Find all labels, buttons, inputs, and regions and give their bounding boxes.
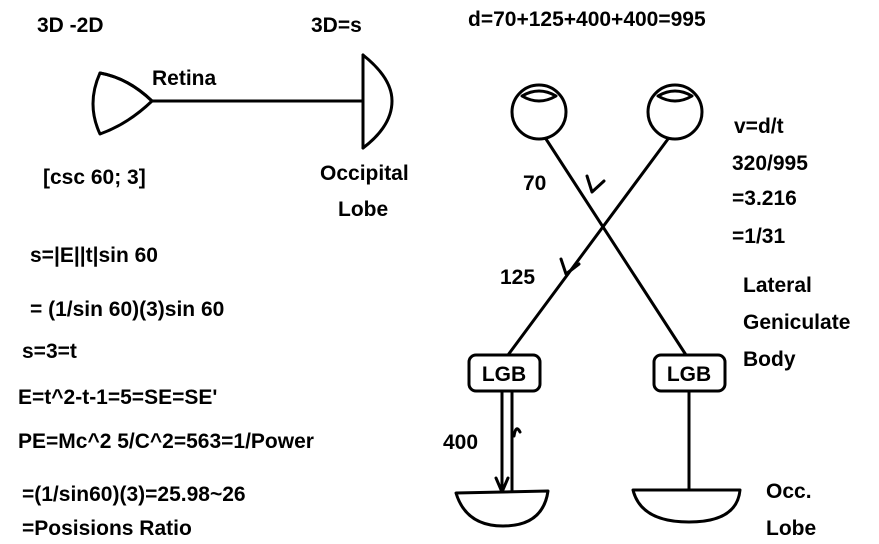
lgb-desc-line: Lateral [743,274,812,297]
velocity-line: =3.216 [732,187,797,210]
seg-70-label: 70 [523,172,546,195]
lgb-desc-line: Body [743,348,796,371]
seg-125-label: 125 [500,266,535,289]
equation-line: =Posisions Ratio [22,517,192,540]
crossing-fiber-left [544,137,688,357]
occipital-label: Occipital [320,162,409,185]
occipital-cup-shape [361,53,394,150]
equation-line: s=3=t [22,340,77,363]
lobe-label: Lobe [338,198,388,221]
crossing-fiber-right [506,137,670,357]
lgb-desc-line: Geniculate [743,311,850,334]
left-eyeball [510,83,568,141]
arrow-125 [559,257,581,276]
velocity-line: 320/995 [732,152,808,175]
distance-equation: d=70+125+400+400=995 [468,8,706,31]
seg-400-label: 400 [443,431,478,454]
retina-label: Retina [152,67,217,90]
occ-cup-left [454,489,550,528]
equation-line: =(1/sin60)(3)=25.98~26 [22,483,246,506]
lgb-box-right: LGB [652,353,727,393]
velocity-line: =1/31 [732,225,785,248]
occ-lobe-line: Occ. [766,480,812,503]
bracket-label: [csc 60; 3] [43,166,146,189]
velocity-line: v=d/t [734,115,784,138]
lgb-box-left: LGB [467,353,542,393]
equation-line: = (1/sin 60)(3)sin 60 [30,298,224,321]
occ-cup-right [631,488,742,524]
arrow-70 [585,174,606,194]
equation-line: E=t^2-t-1=5=SE=SE' [18,386,217,409]
title-3d-2d: 3D -2D [37,14,104,37]
occ-lobe-line: Lobe [766,517,816,540]
equation-line: PE=Mc^2 5/C^2=563=1/Power [18,430,314,453]
equation-line: s=|E||t|sin 60 [30,244,158,267]
title-3d-eq-s: 3D=s [311,14,362,37]
eye-shape [91,71,154,136]
right-eyeball [646,83,704,141]
lgb-label: LGB [667,363,711,386]
arrow-up-400 [512,427,522,438]
lgb-label: LGB [482,363,526,386]
